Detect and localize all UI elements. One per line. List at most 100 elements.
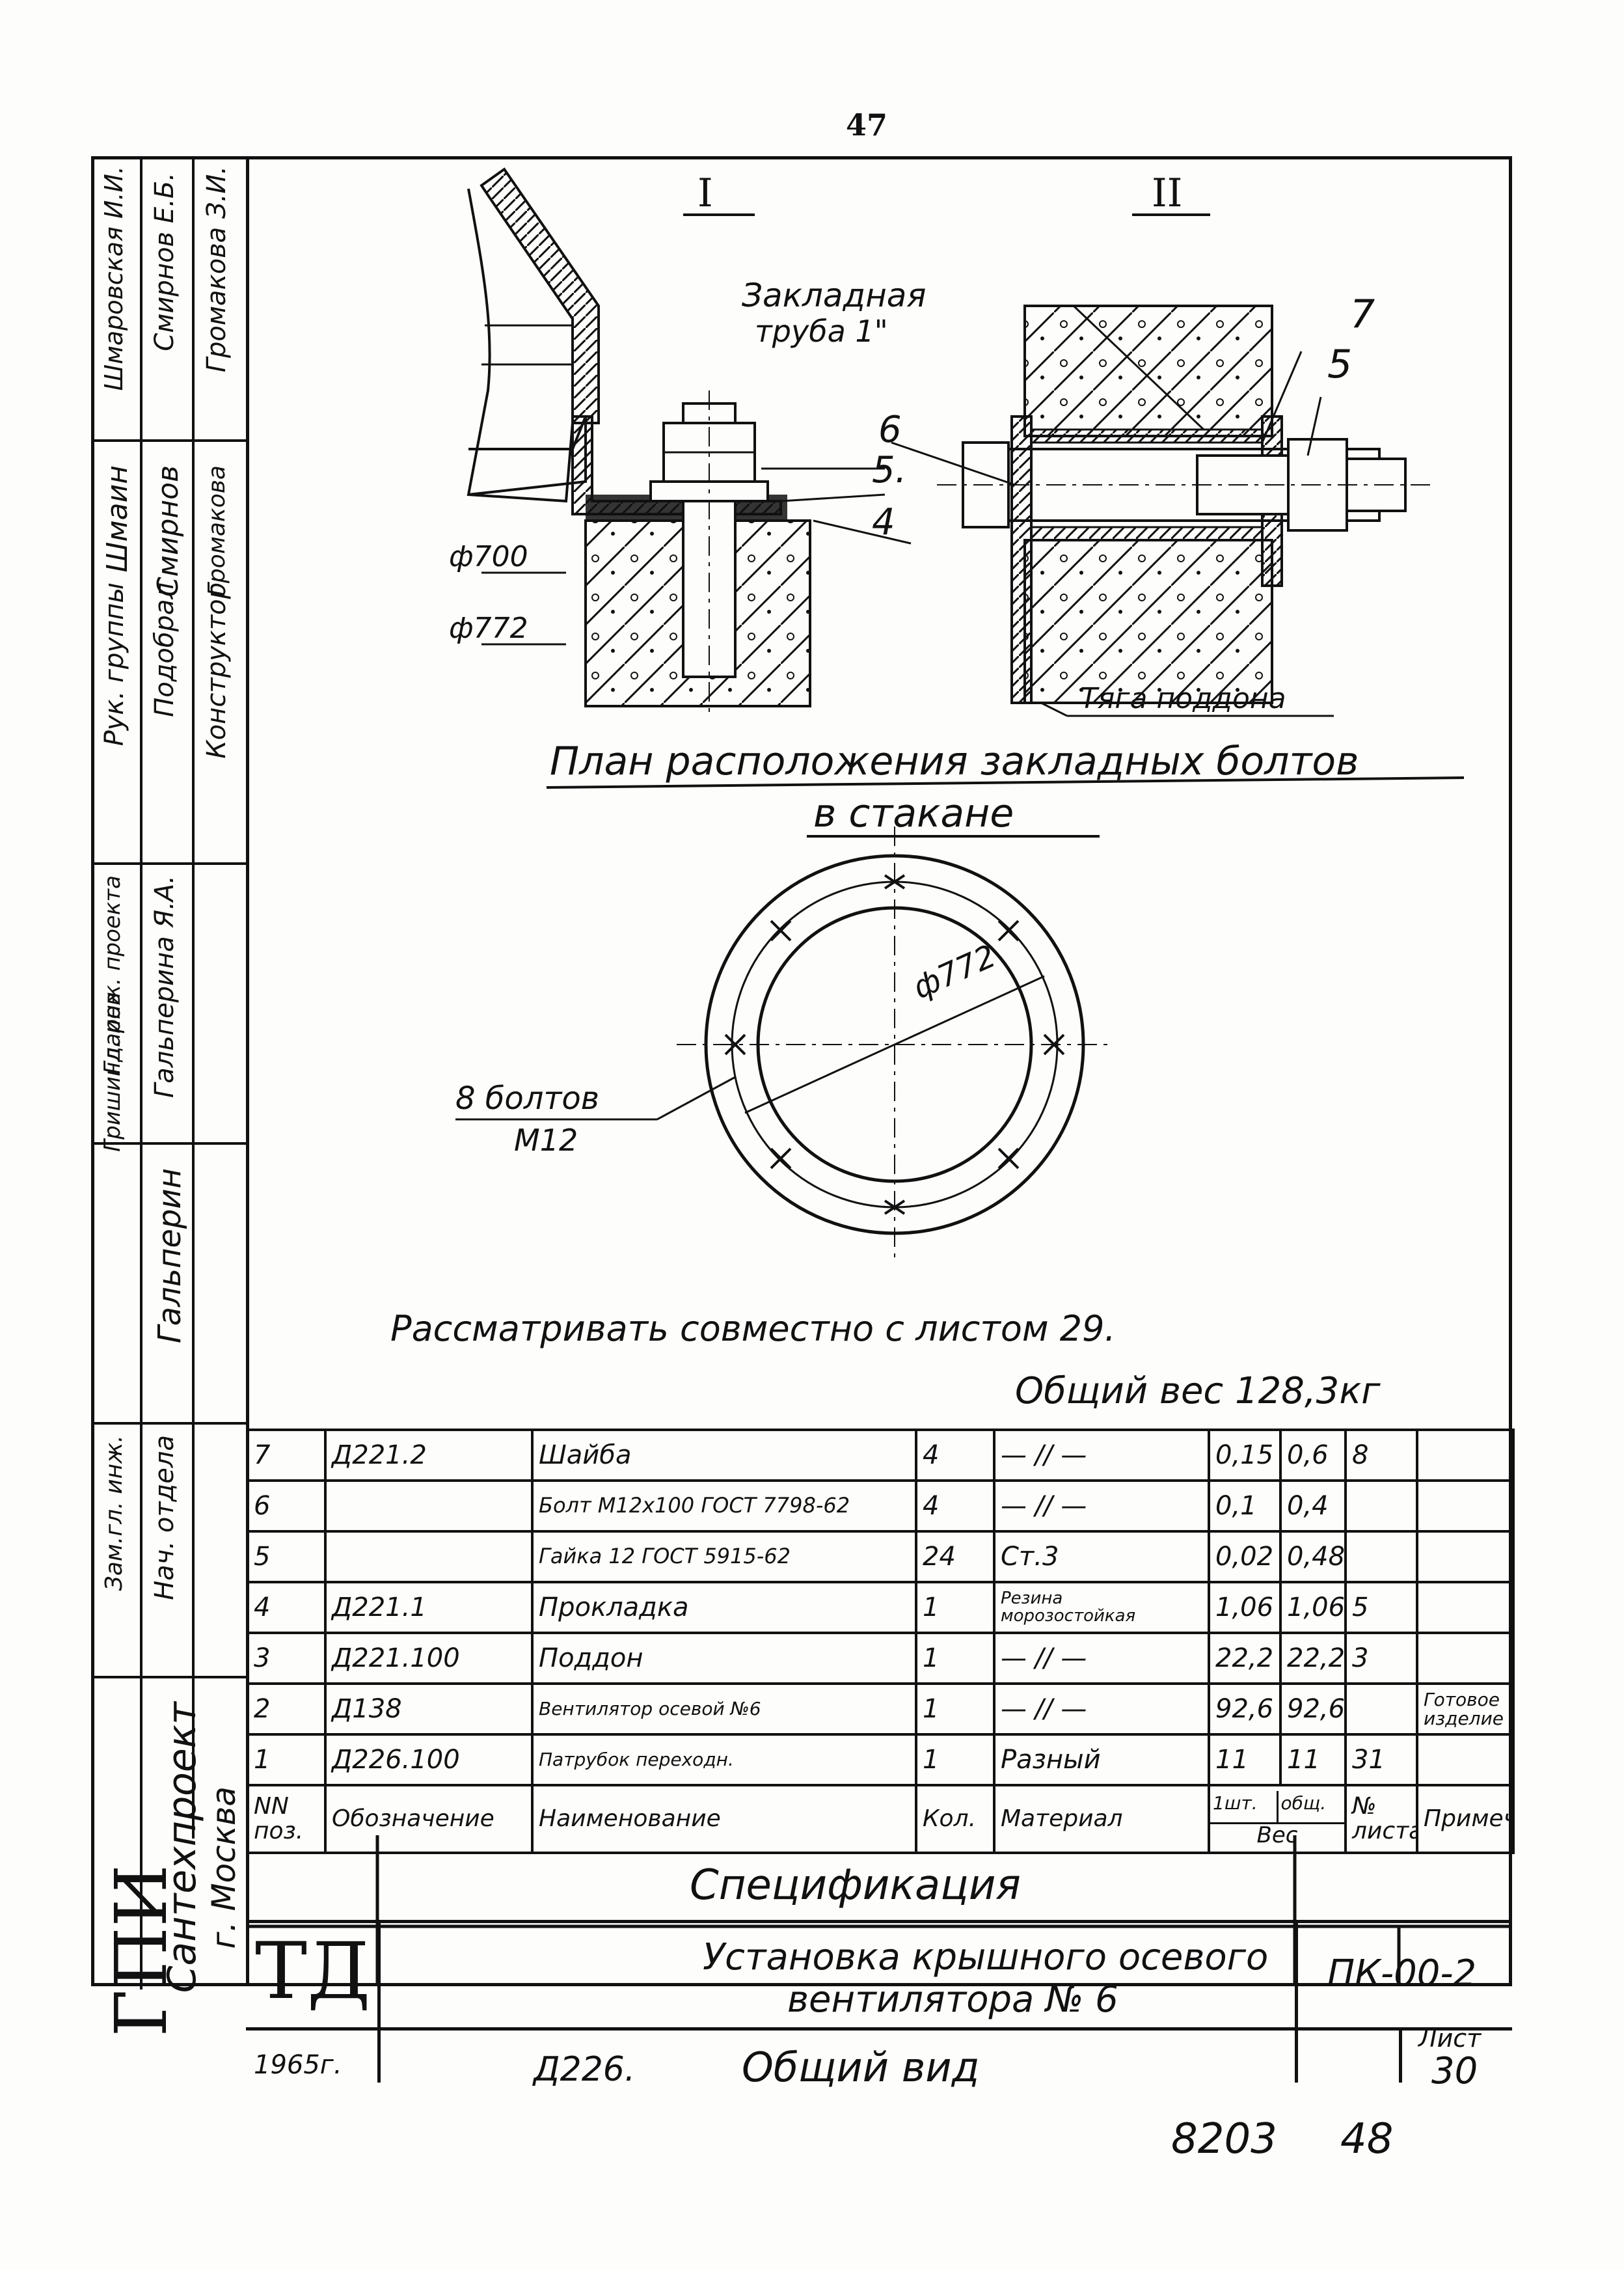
spec-cell-sheet: 31: [1344, 1733, 1418, 1786]
spec-cell-w1: 11: [1208, 1733, 1282, 1786]
sidebar-sep-4: [94, 1422, 249, 1425]
title-line-2: вентилятора № 6: [787, 1978, 1118, 2021]
spec-cell-designation: Д221.100: [324, 1632, 534, 1685]
spec-cell-sheet: 8: [1344, 1429, 1418, 1482]
signature-sidebar: ГПИ Сантехпроект г. Москва Зам.гл. инж. …: [91, 156, 249, 2037]
header-material: Материал: [993, 1784, 1210, 1854]
spec-cell-qty: 1: [915, 1581, 995, 1634]
spec-cell-designation: Д226.100: [324, 1733, 534, 1786]
spec-cell-w1: 1,06: [1208, 1581, 1282, 1634]
header-pos: NN поз.: [246, 1784, 327, 1854]
spec-cell-material: — // —: [993, 1632, 1210, 1685]
spec-cell-material: — // —: [993, 1429, 1210, 1482]
spec-cell-w2: 0,48: [1279, 1530, 1347, 1583]
spec-cell-w1: 0,02: [1208, 1530, 1282, 1583]
sidebar-sep-1: [94, 439, 249, 442]
callout-tray-rod: Тяга поддона: [1080, 682, 1286, 715]
total-weight: Общий вес 128,3кг: [1015, 1370, 1381, 1412]
spec-cell-name: Гайка 12 ГОСТ 5915-62: [531, 1530, 917, 1583]
spec-cell-qty: 1: [915, 1632, 995, 1685]
spec-cell-note: [1416, 1733, 1515, 1786]
lower-concrete: [1023, 539, 1273, 704]
spec-cell-w2: 22,2: [1279, 1632, 1347, 1685]
callout-d772: ф772: [449, 612, 528, 645]
upper-concrete: [1023, 305, 1273, 437]
callout-embedded-pipe: Закладная: [742, 277, 927, 314]
spec-cell-sheet: 3: [1344, 1632, 1418, 1685]
sidebar-divider-2: [192, 159, 195, 1839]
drawing-frame: [246, 156, 1512, 1986]
spec-cell-w2: 0,4: [1279, 1479, 1347, 1533]
td-logo: ТД: [255, 1926, 371, 2017]
subtitle: Общий вид: [742, 2044, 980, 2091]
header-sheet: № листа: [1344, 1784, 1418, 1854]
title-logo-divider: [377, 1923, 381, 2083]
plan-title: План расположения закладных болтов: [550, 739, 1359, 784]
embedded-pipe-bottom: [1030, 526, 1264, 541]
spec-cell-designation: Д221.1: [324, 1581, 534, 1634]
spec-cell-designation: [324, 1530, 534, 1583]
spec-cell-name: Прокладка: [531, 1581, 917, 1634]
plan-view: [455, 776, 1465, 1263]
spec-cell-pos: 5: [246, 1530, 327, 1583]
embedded-pipe-top: [1030, 428, 1264, 444]
callout-5-right: 5: [1327, 342, 1353, 387]
callout-6: 6: [878, 409, 902, 451]
spec-cell-material: — // —: [993, 1682, 1210, 1736]
fan-housing-wall: [480, 167, 600, 424]
spec-cell-pos: 1: [246, 1733, 327, 1786]
fan-housing-outline: [467, 188, 574, 503]
spec-cell-name: Шайба: [531, 1429, 917, 1482]
spec-cell-sheet: 5: [1344, 1581, 1418, 1634]
sidebar-sep-2: [94, 862, 249, 865]
spec-cell-pos: 3: [246, 1632, 327, 1685]
callout-embedded-pipe-size: труба 1": [755, 314, 888, 349]
callout-bolt-size: М12: [514, 1123, 578, 1158]
page-number: 47: [846, 107, 888, 143]
callout-bolts: 8 болтов: [455, 1080, 600, 1117]
spec-cell-qty: 1: [915, 1733, 995, 1786]
title-year: 1965г.: [254, 2050, 342, 2080]
bottom-number-2: 48: [1340, 2115, 1394, 2163]
spec-cell-qty: 1: [915, 1682, 995, 1736]
view-one-label: I: [697, 171, 713, 216]
spec-cell-pos: 6: [246, 1479, 327, 1533]
header-weight: Вес: [1256, 1822, 1298, 1848]
view-two: [891, 213, 1431, 717]
header-qty: Кол.: [915, 1784, 995, 1854]
spec-cell-qty: 4: [915, 1479, 995, 1533]
header-designation: Обозначение: [324, 1784, 534, 1854]
spec-cell-pos: 7: [246, 1429, 327, 1482]
spec-cell-designation: [324, 1479, 534, 1533]
spec-cell-note: [1416, 1479, 1515, 1533]
spec-cell-note: [1416, 1632, 1515, 1685]
callout-7: 7: [1350, 292, 1375, 337]
spec-cell-w2: 92,6: [1279, 1682, 1347, 1736]
header-w2: общ.: [1280, 1792, 1327, 1814]
spec-cell-note: [1416, 1530, 1515, 1583]
sheet-number: 30: [1431, 2050, 1478, 2092]
sheet-code: ПК-00-2: [1327, 1952, 1477, 1995]
spec-cell-w1: 22,2: [1208, 1632, 1282, 1685]
spec-cell-note: Готовое изделие: [1416, 1682, 1515, 1736]
header-name: Наименование: [531, 1784, 917, 1854]
callout-5-left: 5.: [872, 449, 907, 491]
spec-cell-w2: 11: [1279, 1733, 1347, 1786]
title-mid-line: [246, 2027, 1512, 2031]
header-w1: 1шт.: [1211, 1790, 1279, 1822]
spec-cell-material: — // —: [993, 1479, 1210, 1533]
spec-cell-material: Разный: [993, 1733, 1210, 1786]
title-sheet-divider: [1399, 2027, 1402, 2083]
sidebar-divider-1: [140, 159, 142, 1990]
spec-cell-w2: 1,06: [1279, 1581, 1347, 1634]
spec-cell-name: Болт М12х100 ГОСТ 7798-62: [531, 1479, 917, 1533]
spec-cell-name: Патрубок переходн.: [531, 1733, 917, 1786]
spec-cell-pos: 2: [246, 1682, 327, 1736]
view-one: [467, 167, 912, 716]
spec-cell-w1: 0,15: [1208, 1429, 1282, 1482]
